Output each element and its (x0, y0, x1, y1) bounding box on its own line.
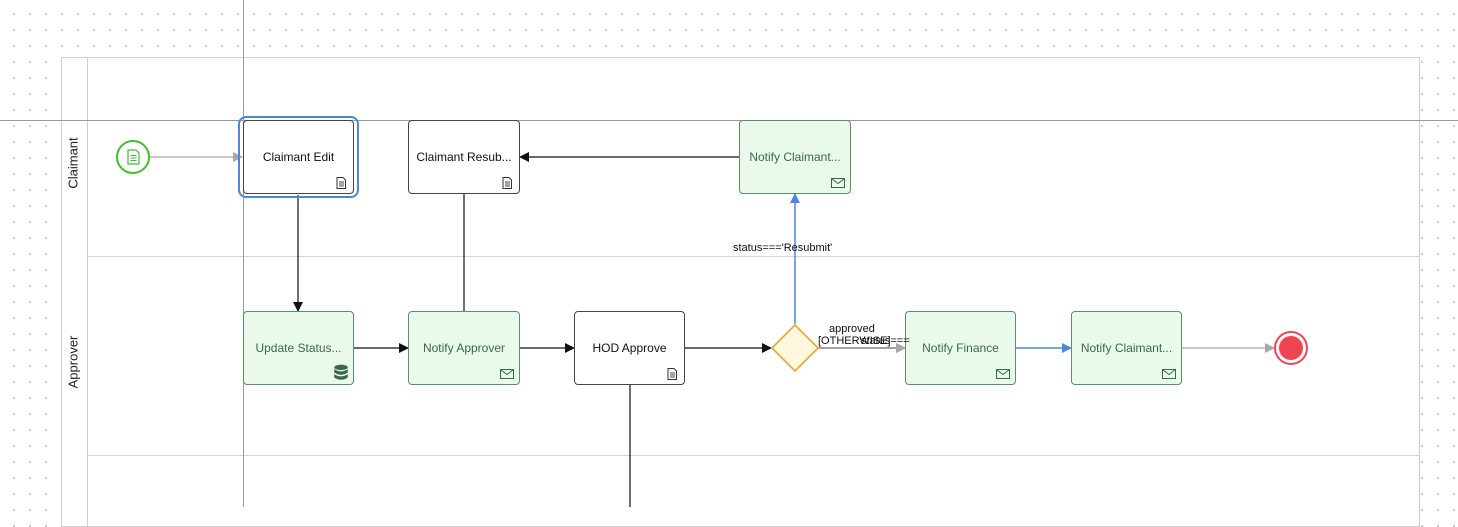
task-notify-approver[interactable]: Notify Approver (408, 311, 520, 385)
task-claimant-resubmit[interactable]: Claimant Resub... (408, 120, 520, 194)
edge-label-resubmit[interactable]: status==='Resubmit' (733, 242, 833, 254)
task-notify-claimant-approved[interactable]: Notify Claimant... (1071, 311, 1182, 385)
task-update-status[interactable]: Update Status... (243, 311, 354, 385)
database-icon (334, 364, 348, 380)
start-event[interactable] (116, 140, 150, 174)
alignment-guide-vertical (243, 0, 244, 507)
alignment-guide-horizontal (0, 120, 1458, 121)
task-label: Claimant Edit (262, 150, 335, 164)
document-icon (336, 177, 346, 189)
edge-label-otherwise[interactable]: [OTHERWISE] (818, 335, 891, 347)
task-label: Notify Approver (422, 341, 506, 355)
task-label: HOD Approve (592, 341, 667, 355)
task-label: Claimant Resub... (416, 150, 512, 164)
task-label: Update Status... (255, 341, 342, 355)
selection-outline (238, 116, 359, 198)
task-label: Notify Claimant... (1080, 341, 1173, 355)
lane-divider (88, 256, 1420, 257)
envelope-icon (996, 369, 1010, 379)
task-claimant-edit[interactable]: Claimant Edit (243, 120, 354, 194)
exclusive-gateway[interactable] (770, 323, 820, 373)
sequence-flows (150, 152, 1275, 507)
task-label: Notify Finance (922, 341, 999, 355)
document-icon (127, 149, 140, 165)
envelope-icon (500, 369, 514, 379)
task-notify-claimant-resubmit[interactable]: Notify Claimant... (739, 120, 851, 194)
edge-label-status[interactable]: status=== (861, 335, 910, 347)
document-icon (502, 177, 512, 189)
envelope-icon (831, 178, 845, 188)
document-icon (667, 368, 677, 380)
pool-header (61, 57, 88, 527)
envelope-icon (1162, 369, 1176, 379)
task-notify-finance[interactable]: Notify Finance (905, 311, 1016, 385)
task-label: Notify Claimant... (749, 150, 841, 164)
end-event[interactable] (1274, 331, 1308, 365)
edge-label-approved[interactable]: approved (829, 323, 875, 335)
task-hod-approve[interactable]: HOD Approve (574, 311, 685, 385)
lane-divider (88, 455, 1420, 456)
